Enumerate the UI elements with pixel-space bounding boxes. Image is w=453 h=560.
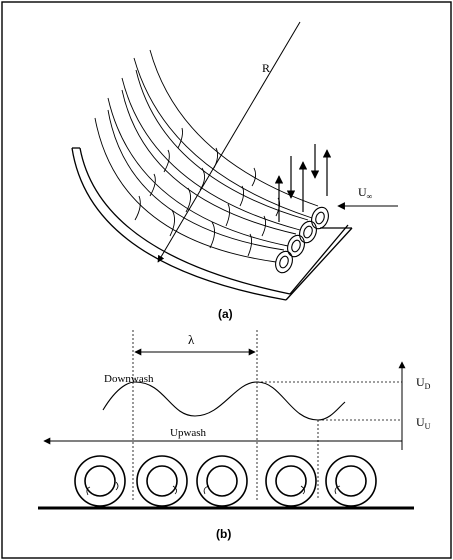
vortex-ring-3 [196, 455, 248, 507]
panel-b-caption: (b) [216, 527, 231, 541]
vortex-ring-2 [136, 455, 188, 507]
wash-arrows [274, 144, 332, 222]
vortex-ring-5 [325, 455, 377, 507]
velocity-profile-curve [102, 381, 346, 421]
freestream-label: U∞ [358, 185, 373, 201]
vortex-ring-1 [74, 455, 126, 507]
concave-wall [71, 147, 353, 301]
panel-a: R U∞ (a) [71, 21, 398, 321]
vortex-tubes [94, 49, 319, 263]
downwash-label: Downwash [104, 373, 154, 385]
vortex-ring-4 [265, 455, 317, 507]
uu-label: UU [416, 415, 431, 431]
panel-b: λ UD UU Downwash Upwash [38, 330, 431, 541]
wall-end-edge-back [289, 224, 349, 295]
panel-a-caption: (a) [218, 307, 233, 321]
wavelength-label: λ [188, 332, 195, 347]
upwash-label: Upwash [170, 427, 207, 439]
ud-label: UD [416, 375, 431, 391]
radius-line [157, 21, 301, 263]
vortex-cross-sections [74, 455, 377, 507]
wall-inner-edge [79, 147, 291, 295]
wall-outer-edge [71, 147, 287, 301]
wall-end-edge-front [285, 227, 353, 301]
radius-label: R [262, 61, 270, 75]
vortex-end-caps [275, 206, 329, 274]
